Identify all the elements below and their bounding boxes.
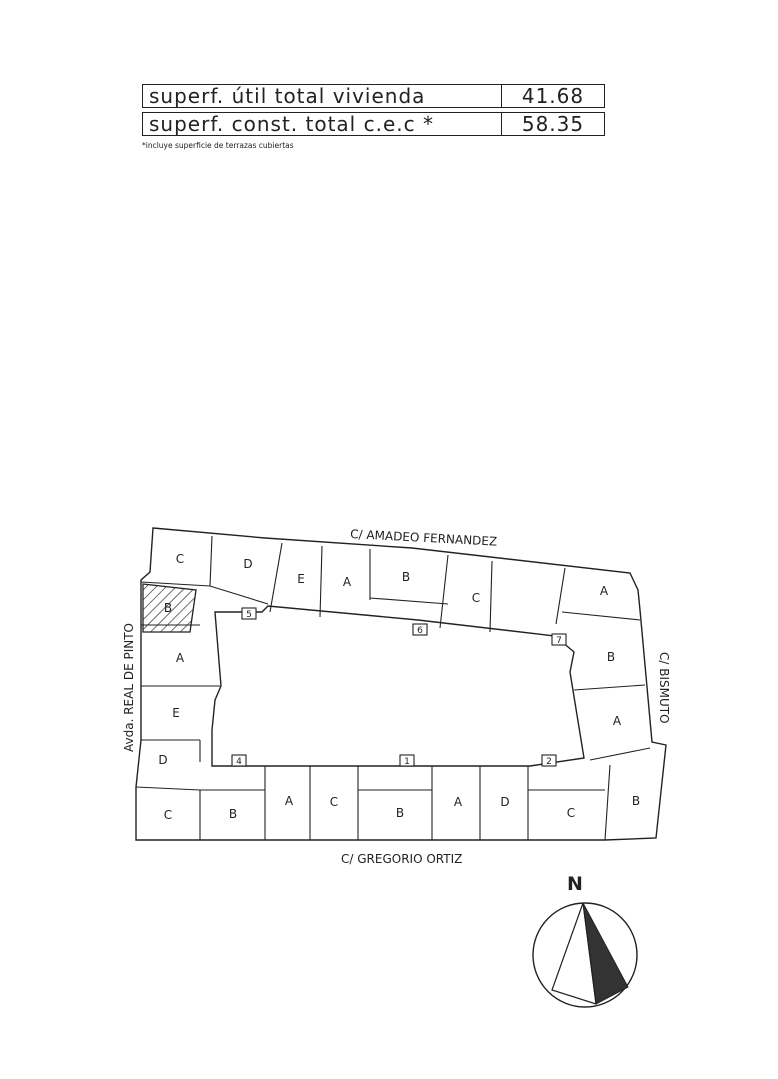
unit-label: D xyxy=(500,795,509,809)
built-area-value: 58.35 xyxy=(501,112,605,136)
block-outline xyxy=(135,527,667,841)
unit-label: E xyxy=(172,706,180,720)
unit-label: A xyxy=(176,651,185,665)
unit-label: C xyxy=(164,808,172,822)
north-arrow-icon: N xyxy=(532,873,638,1008)
street-label-west: Avda. REAL DE PINTO xyxy=(122,623,136,752)
unit-label: A xyxy=(613,714,622,728)
highlighted-unit xyxy=(142,583,197,633)
unit-label: A xyxy=(454,795,463,809)
useful-area-value: 41.68 xyxy=(501,84,605,108)
useful-area-label: superf. útil total vivienda xyxy=(142,84,502,108)
stair-core-labels: 5 6 7 4 1 2 xyxy=(236,610,562,767)
unit-label: B xyxy=(229,807,237,821)
core-label: 5 xyxy=(246,610,252,620)
footnote: *incluye superficie de terrazas cubierta… xyxy=(142,141,294,150)
unit-label: B xyxy=(396,806,404,820)
unit-label: B xyxy=(607,650,615,664)
core-label: 2 xyxy=(546,757,552,767)
unit-label: D xyxy=(243,557,252,571)
street-label-east: C/ BISMUTO xyxy=(657,652,671,724)
area-summary-table: superf. útil total vivienda 41.68 superf… xyxy=(142,84,605,136)
street-label-south: C/ GREGORIO ORTIZ xyxy=(341,852,462,866)
core-label: 6 xyxy=(417,626,423,636)
core-label: 4 xyxy=(236,757,242,767)
unit-label: D xyxy=(158,753,167,767)
useful-area-row: superf. útil total vivienda 41.68 xyxy=(142,84,605,108)
core-label: 7 xyxy=(556,636,562,646)
unit-label: C xyxy=(176,552,184,566)
unit-label: A xyxy=(343,575,352,589)
unit-label: B xyxy=(632,794,640,808)
stair-cores xyxy=(231,607,567,767)
unit-type-labels: C D E A B C A B A E D C B A C B A D C B … xyxy=(158,552,640,822)
north-label: N xyxy=(567,873,583,895)
unit-partitions xyxy=(135,535,651,841)
unit-label: A xyxy=(285,794,294,808)
unit-label: B xyxy=(402,570,410,584)
core-label: 1 xyxy=(404,757,410,767)
unit-label: E xyxy=(297,572,305,586)
unit-label: A xyxy=(600,584,609,598)
unit-label: C xyxy=(472,591,480,605)
unit-label: B xyxy=(164,601,172,615)
unit-label: C xyxy=(567,806,575,820)
built-area-row: superf. const. total c.e.c * 58.35 xyxy=(142,112,605,136)
unit-label: C xyxy=(330,795,338,809)
